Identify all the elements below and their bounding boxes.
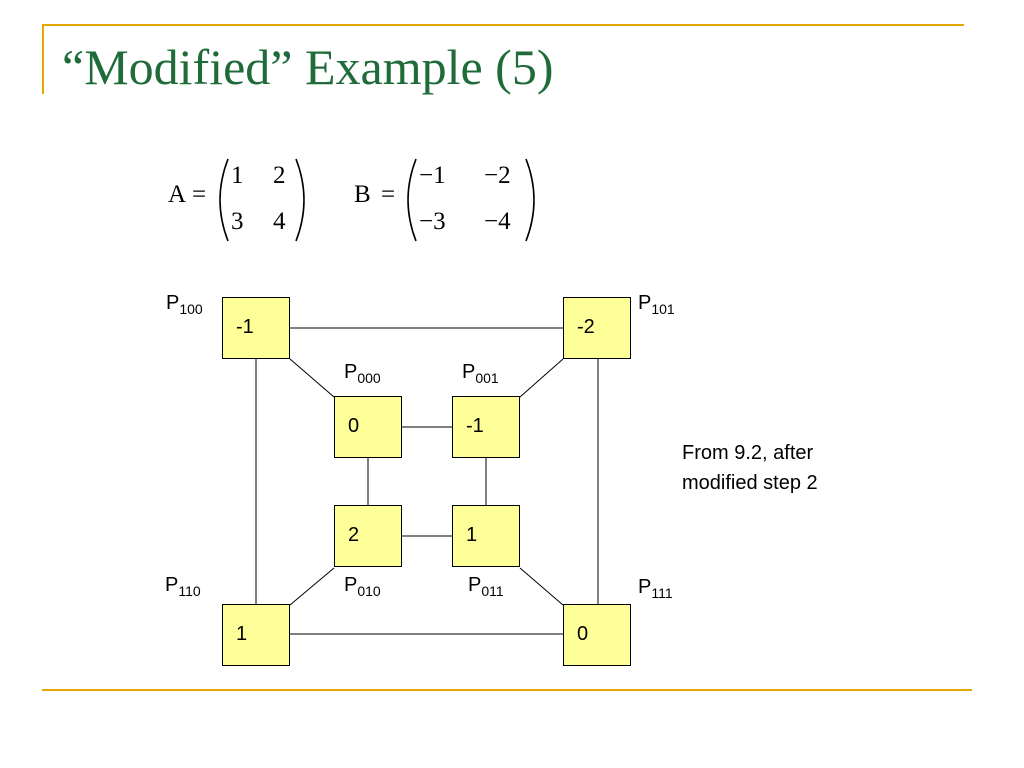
node-p101: -2 (563, 297, 631, 359)
side-note: From 9.2, after modified step 2 (682, 438, 818, 498)
label-p100: P100 (166, 292, 203, 317)
edge-line (289, 567, 335, 606)
label-p110: P110 (165, 574, 201, 599)
top-rule (42, 24, 964, 26)
bottom-rule (42, 689, 972, 691)
label-p111: P111 (638, 576, 673, 601)
note-line: From 9.2, after (682, 442, 814, 464)
matrix-b-cell: −3 (419, 208, 446, 235)
edge-line (289, 358, 335, 398)
matrix-b-brackets (407, 158, 535, 242)
note-line: modified step 2 (682, 472, 818, 494)
label-p010: P010 (344, 574, 381, 599)
node-p000: 0 (334, 396, 402, 458)
node-p001: -1 (452, 396, 520, 458)
matrix-b-name: B (354, 181, 371, 208)
matrix-a-brackets (219, 158, 305, 242)
matrix-a-cell: 2 (273, 162, 286, 189)
edge-line (519, 358, 564, 398)
node-p010: 2 (334, 505, 402, 567)
matrix-a-cell: 1 (231, 162, 244, 189)
matrix-a-equals: = (192, 181, 207, 208)
left-rule (42, 24, 44, 94)
node-p100: -1 (222, 297, 290, 359)
matrix-b-cell: −2 (484, 162, 511, 189)
matrix-a-cell: 4 (273, 208, 286, 235)
matrix-b-cell: −1 (419, 162, 446, 189)
node-p110: 1 (222, 604, 290, 666)
edge-line (519, 567, 564, 606)
label-p011: P011 (468, 574, 504, 599)
label-p001: P001 (462, 361, 499, 386)
node-p111: 0 (563, 604, 631, 666)
node-p011: 1 (452, 505, 520, 567)
matrix-a-cell: 3 (231, 208, 244, 235)
slide-title: “Modified” Example (5) (62, 39, 554, 95)
label-p000: P000 (344, 361, 381, 386)
matrix-b-equals: = (381, 181, 396, 208)
matrix-a-name: A (168, 181, 187, 208)
label-p101: P101 (638, 292, 675, 317)
matrix-b-cell: −4 (484, 208, 511, 235)
